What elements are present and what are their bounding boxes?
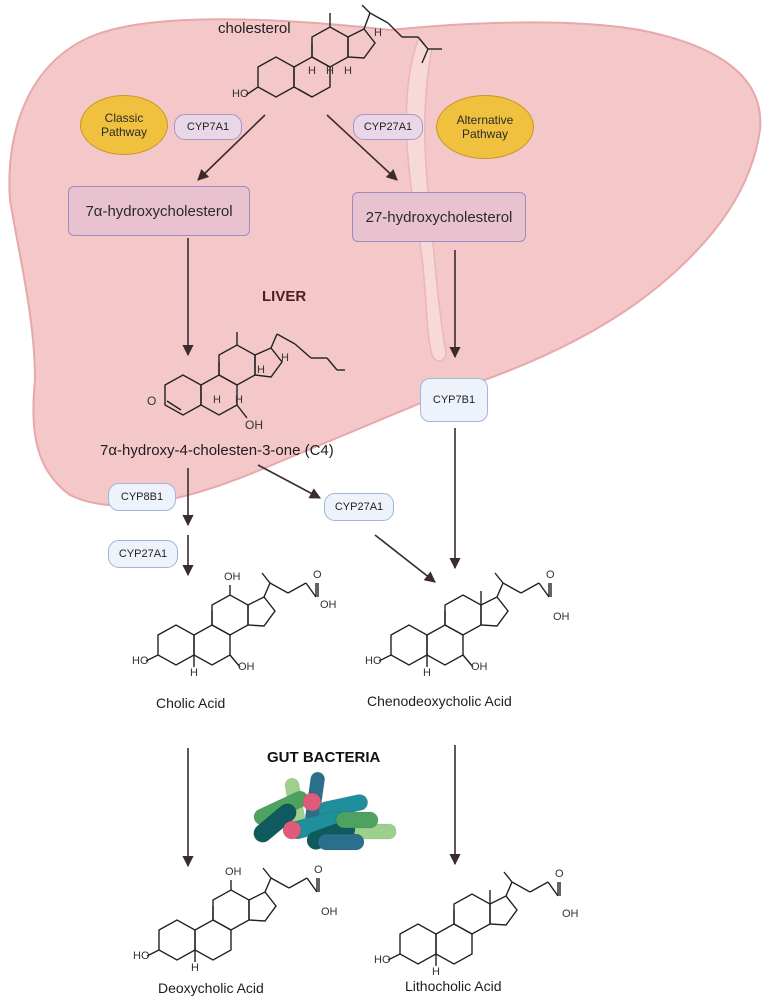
cdca-h: H	[423, 667, 431, 679]
lithocholic-structure: O OH HO H	[374, 868, 594, 984]
lithocholic-h: H	[432, 966, 440, 978]
alternative-pathway-label: Alternative Pathway	[456, 113, 514, 141]
c4-h2: H	[235, 394, 243, 406]
enzyme-cyp27a1-liver-label: CYP27A1	[363, 121, 413, 133]
lithocholic-acid-label: Lithocholic Acid	[405, 978, 502, 994]
bacterium-coccus	[282, 820, 302, 840]
arrow-cholesterol-to-27	[326, 114, 398, 181]
cdca-oh-acid: OH	[553, 611, 570, 623]
bacterium	[253, 803, 297, 843]
lithocholic-skeleton	[387, 871, 561, 966]
enzyme-cyp27a1-liver: CYP27A1	[353, 114, 423, 140]
cdca-ho: HO	[365, 655, 382, 667]
enzyme-cyp7b1: CYP7B1	[420, 378, 488, 422]
c4-oh: OH	[245, 418, 263, 432]
cholic-acid-label: Cholic Acid	[156, 695, 226, 711]
deoxycholic-oh-top: OH	[225, 866, 242, 878]
bacterium-coccus	[302, 792, 322, 812]
enzyme-cyp27a1-left: CYP27A1	[108, 540, 178, 568]
alternative-pathway-oval: Alternative Pathway	[436, 95, 534, 159]
lithocholic-o: O	[555, 868, 564, 880]
cholic-h: H	[190, 667, 198, 679]
cdca-label: Chenodeoxycholic Acid	[367, 693, 512, 709]
gut-bacteria-label: GUT BACTERIA	[267, 749, 381, 766]
cholesterol-h3: H	[344, 65, 352, 77]
c4-structure: O H H H H OH	[145, 332, 345, 440]
cdca-oh-bottom: OH	[471, 661, 488, 673]
liver-label: LIVER	[262, 288, 307, 305]
enzyme-cyp7a1-label: CYP7A1	[186, 121, 230, 133]
cholesterol-h2: H	[326, 65, 334, 77]
cdca-structure: O OH HO H OH	[365, 569, 585, 685]
27-hydroxycholesterol-label: 27-hydroxycholesterol	[365, 208, 513, 226]
bacterium	[317, 833, 365, 851]
c4-h1: H	[213, 394, 221, 406]
enzyme-cyp7b1-label: CYP7B1	[432, 394, 476, 406]
cholesterol-h1: H	[308, 65, 316, 77]
deoxycholic-o: O	[314, 864, 323, 876]
deoxycholic-oh-acid: OH	[321, 906, 338, 918]
cdca-o: O	[546, 569, 555, 581]
classic-pathway-oval: Classic Pathway	[80, 95, 168, 155]
c4-h3: H	[257, 364, 265, 376]
deoxycholic-skeleton	[146, 867, 320, 962]
deoxycholic-structure: OH O OH HO H	[133, 864, 358, 980]
box-27-hydroxycholesterol: 27-hydroxycholesterol	[352, 192, 526, 242]
lithocholic-oh-acid: OH	[562, 908, 579, 920]
cholesterol-skeleton	[245, 4, 442, 98]
cholic-o: O	[313, 569, 322, 581]
classic-pathway-label: Classic Pathway	[100, 111, 148, 139]
cholic-skeleton	[145, 572, 319, 668]
arrow-cholesterol-to-7a	[197, 114, 266, 181]
cholic-oh-bottom: OH	[238, 661, 255, 673]
cholesterol-ho: HO	[232, 88, 249, 100]
7a-hydroxycholesterol-label: 7α-hydroxycholesterol	[85, 202, 233, 220]
cholic-oh-acid: OH	[320, 599, 337, 611]
cholic-ho: HO	[132, 655, 149, 667]
cdca-skeleton	[378, 572, 552, 668]
cholic-oh-top: OH	[224, 571, 241, 583]
cholesterol-structure: HO H H H H	[232, 4, 457, 105]
bacterium	[335, 811, 379, 829]
arrow-c4-to-cyp27a1	[257, 464, 321, 499]
arrow-cyp27a1-to-cdca	[374, 534, 436, 583]
enzyme-cyp8b1: CYP8B1	[108, 483, 176, 511]
c4-oxo: O	[147, 394, 157, 408]
c4-label: 7α-hydroxy-4-cholesten-3-one (C4)	[100, 442, 334, 459]
cholesterol-h4: H	[374, 27, 382, 39]
cholesterol-label: cholesterol	[218, 20, 291, 37]
c4-h4: H	[281, 352, 289, 364]
enzyme-cyp27a1-mid: CYP27A1	[324, 493, 394, 521]
cholic-structure: OH O OH HO H OH	[132, 569, 357, 685]
box-7a-hydroxycholesterol: 7α-hydroxycholesterol	[68, 186, 250, 236]
deoxycholic-h: H	[191, 962, 199, 974]
c4-skeleton	[164, 332, 345, 419]
deoxycholic-ho: HO	[133, 950, 150, 962]
enzyme-cyp27a1-mid-label: CYP27A1	[334, 501, 384, 513]
gut-bacteria-cluster	[253, 771, 397, 851]
enzyme-cyp8b1-label: CYP8B1	[120, 491, 164, 503]
lithocholic-ho: HO	[374, 954, 391, 966]
enzyme-cyp27a1-left-label: CYP27A1	[118, 548, 168, 560]
deoxycholic-acid-label: Deoxycholic Acid	[158, 980, 264, 996]
enzyme-cyp7a1: CYP7A1	[174, 114, 242, 140]
